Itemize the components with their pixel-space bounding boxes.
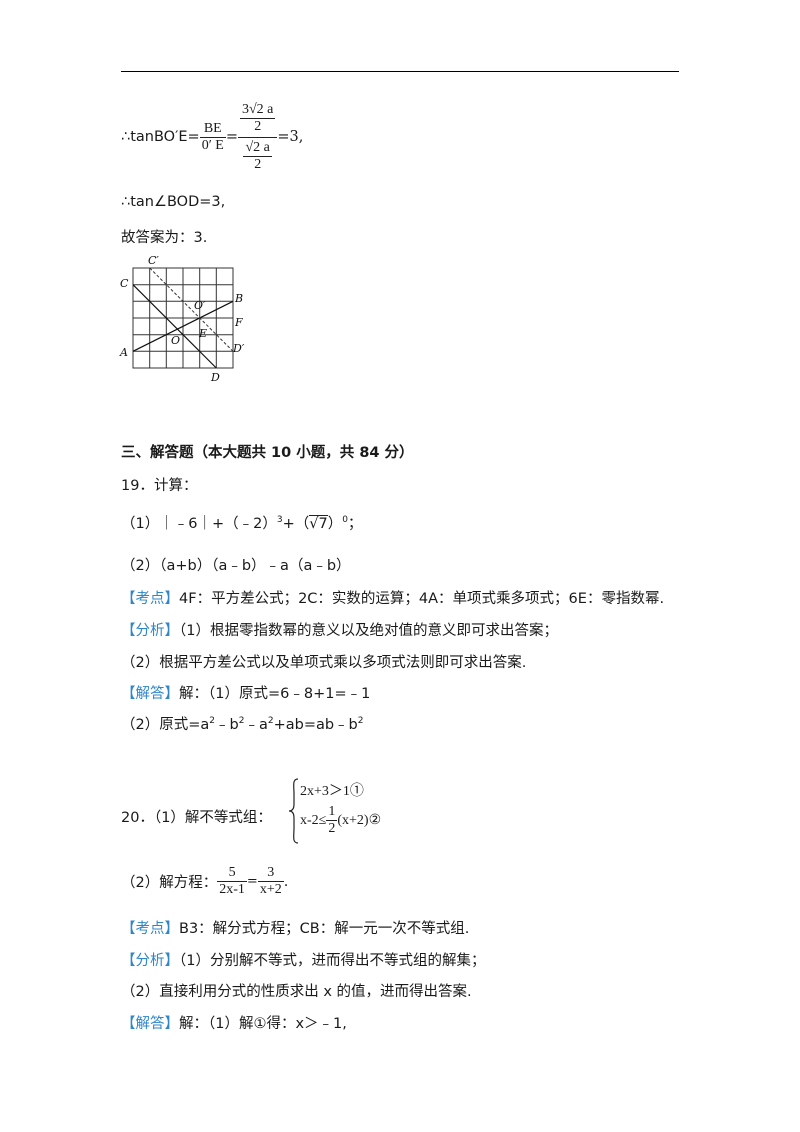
label-o-prime: O′	[194, 299, 206, 312]
header-rule	[121, 71, 679, 72]
grid-figure: C′ C O′ B F E O A D′ D	[119, 254, 245, 384]
answer-line: 故答案为：3.	[121, 230, 208, 246]
tan-prefix: ∴tanBO′E=	[121, 129, 200, 145]
system-brace	[288, 778, 299, 844]
label-f: F	[234, 316, 243, 329]
q19-kaodian: 【考点】4F：平方差公式；2C：实数的运算；4A：单项式乘多项式；6E：零指数幂…	[121, 591, 665, 607]
q19-stem: 19．计算：	[121, 478, 198, 494]
label-o: O	[171, 334, 180, 347]
q19-jieda: 【解答】解：（1）原式=6﹣8+1=﹣1	[121, 686, 371, 702]
q20-stem: 20．（1）解不等式组：	[121, 810, 272, 826]
label-c-prime: C′	[148, 254, 159, 267]
q19-jieda2: （2）原式=a2﹣b2﹣a2+ab=ab﹣b2	[121, 716, 364, 733]
fraction-be: BE 0′ E	[199, 120, 226, 153]
tan-bod-line: ∴tan∠BOD=3,	[121, 194, 226, 210]
label-d-prime: D′	[232, 342, 245, 355]
label-d: D	[210, 371, 220, 384]
section-heading: 三、解答题（本大题共 10 小题，共 84 分）	[121, 445, 414, 461]
q20-fenxi2: （2）直接利用分式的性质求出 x 的值，进而得出答案.	[121, 984, 472, 1000]
q19-fenxi: 【分析】（1）根据零指数幂的意义以及绝对值的意义即可求出答案；	[121, 623, 558, 639]
q19-part2: （2）（a+b）（a﹣b）﹣a（a﹣b）	[121, 558, 351, 574]
label-a: A	[119, 346, 128, 359]
label-c: C	[120, 277, 129, 290]
q20-jieda: 【解答】解：（1）解①得：x＞﹣1,	[121, 1016, 347, 1032]
q20-fenxi: 【分析】（1）分别解不等式，进而得出不等式组的解集；	[121, 953, 486, 969]
label-e: E	[198, 327, 207, 340]
q19-fenxi2: （2）根据平方差公式以及单项式乘以多项式法则即可求出答案.	[121, 655, 527, 671]
inequality-1: 2x+3＞1①	[300, 784, 364, 799]
label-b: B	[234, 292, 243, 305]
q19-part1: （1）｜﹣6｜+（﹣2）3+（√7）0；	[121, 515, 363, 532]
q20-kaodian: 【考点】B3：解分式方程；CB：解一元一次不等式组.	[121, 921, 470, 937]
